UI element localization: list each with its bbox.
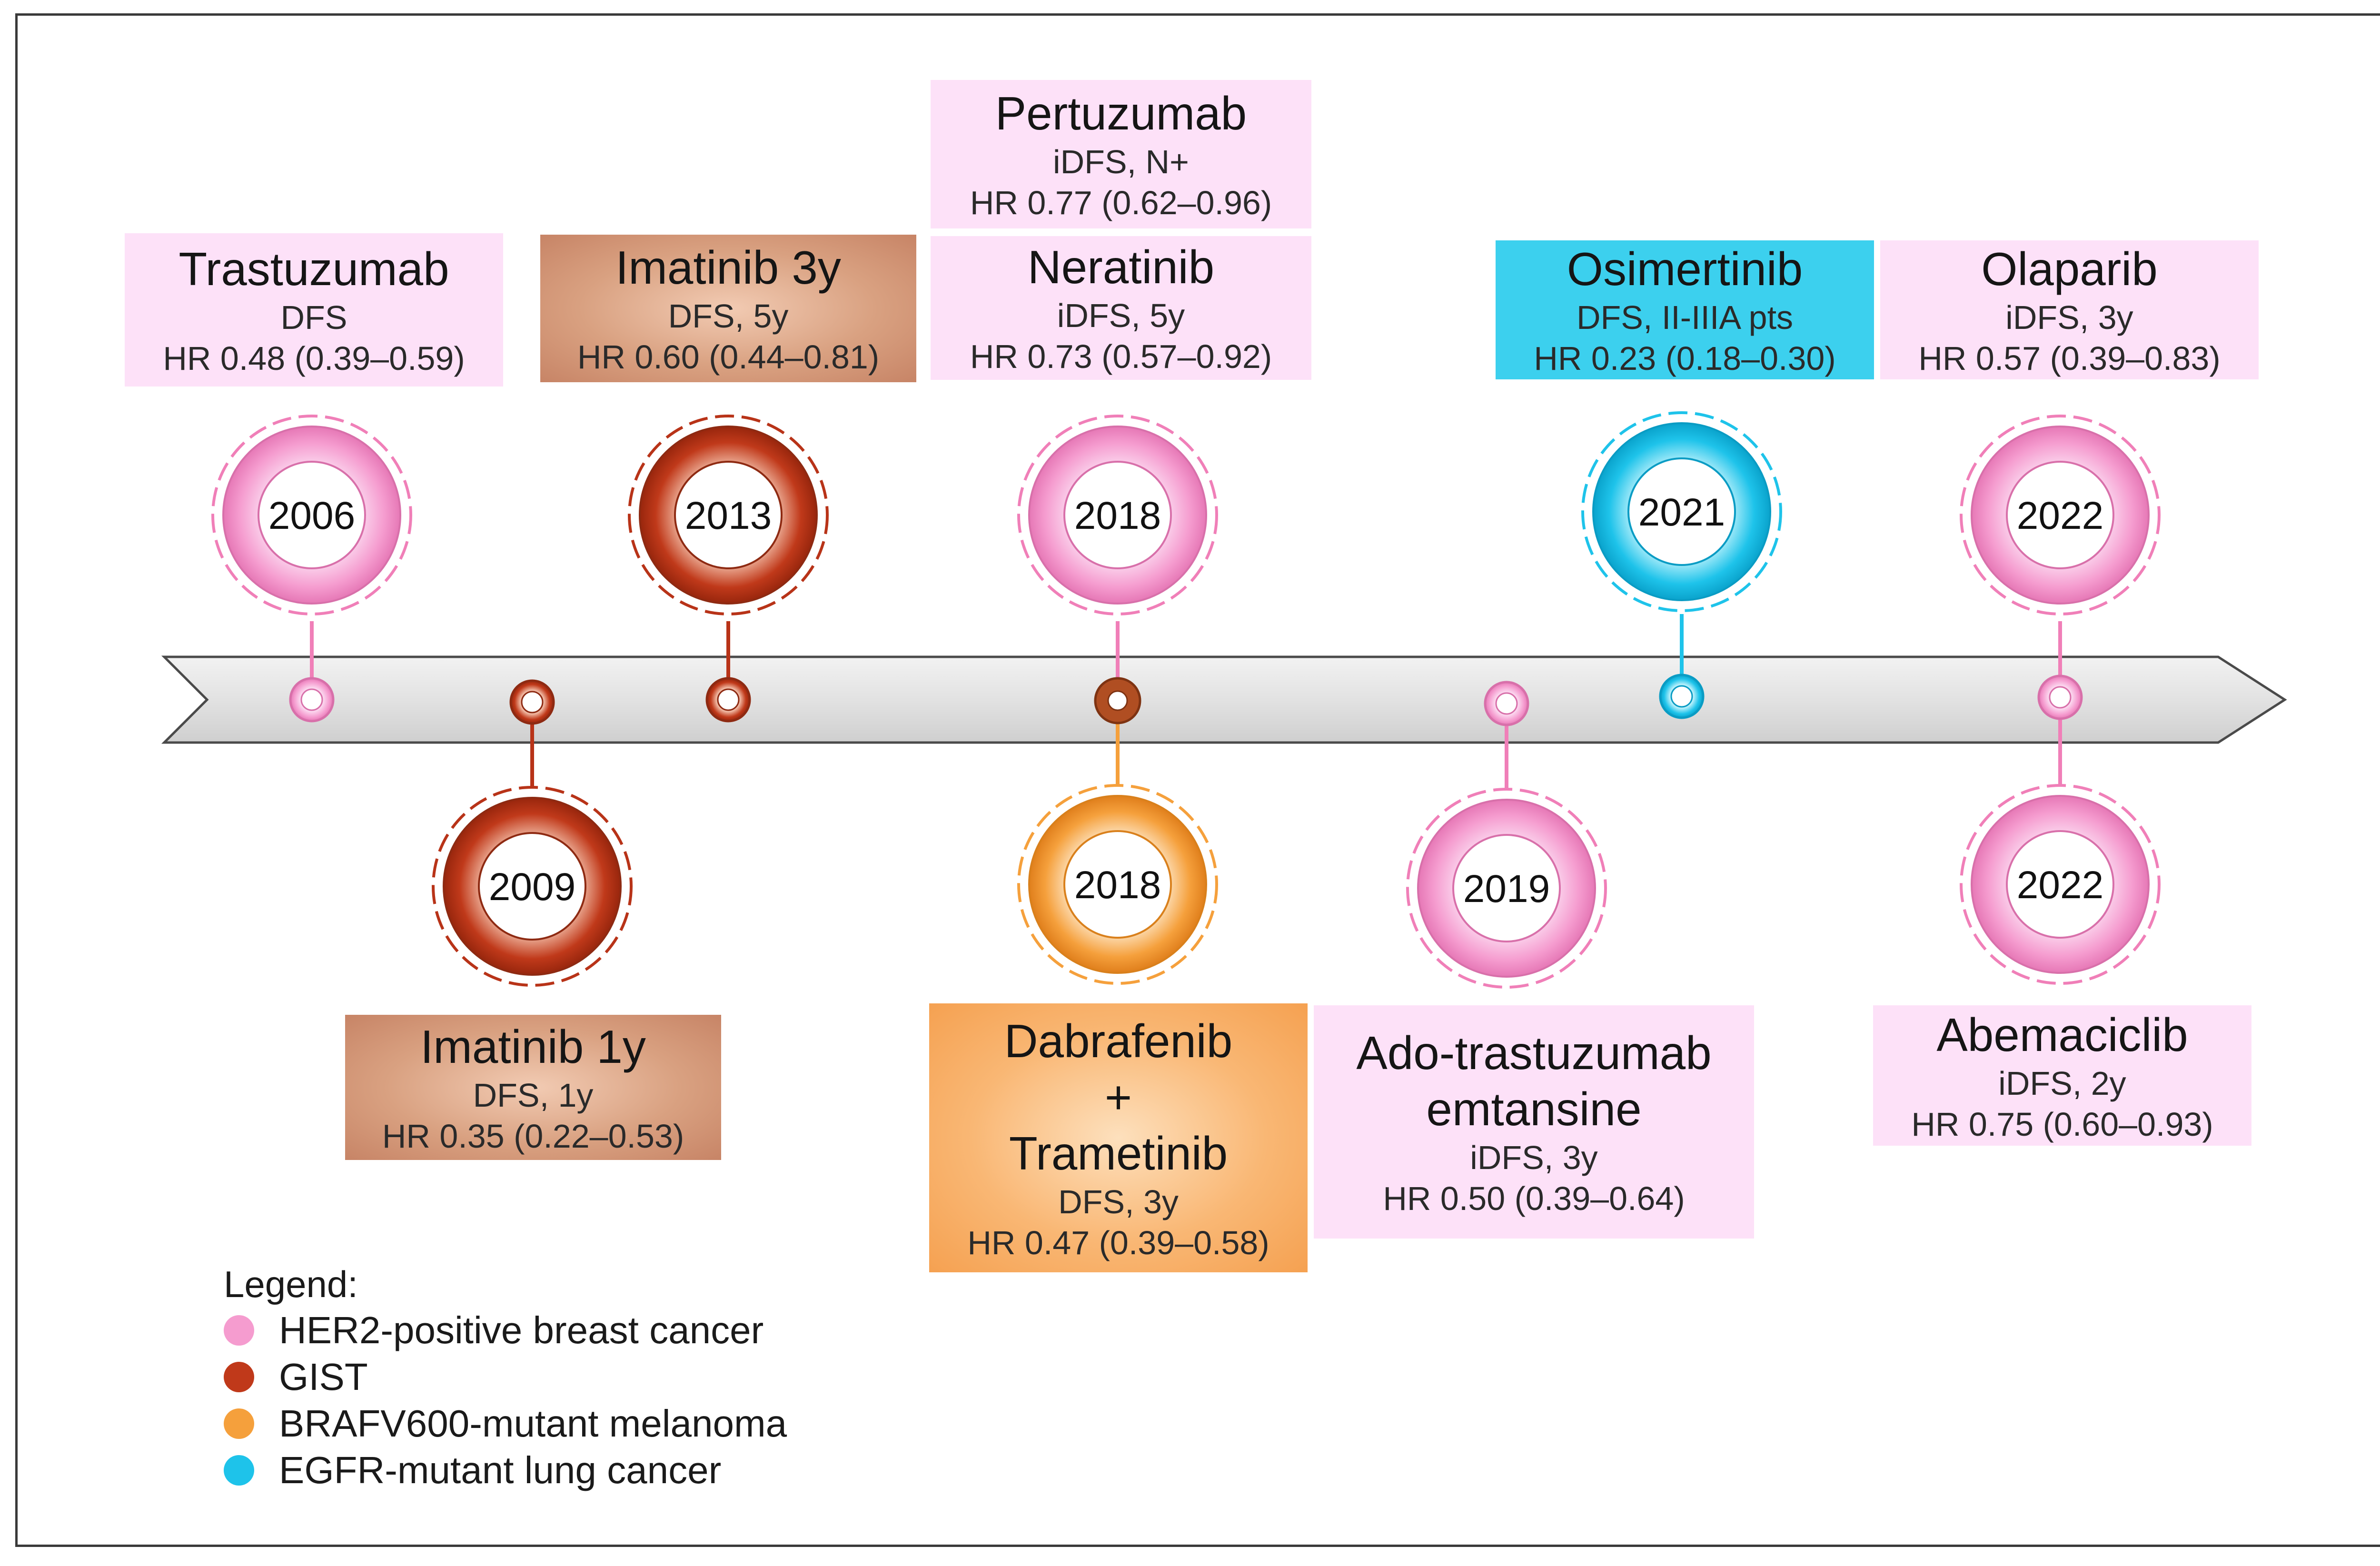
card-abemaciclib: Abemaciclib iDFS, 2y HR 0.75 (0.60–0.93) bbox=[1873, 1005, 2251, 1146]
card-title-plus: + bbox=[1104, 1070, 1132, 1123]
marker-2018 bbox=[1094, 677, 1141, 724]
legend-label: HER2-positive breast cancer bbox=[279, 1309, 764, 1351]
card-trastuzumab: Trastuzumab DFS HR 0.48 (0.39–0.59) bbox=[125, 233, 503, 387]
card-hazard-ratio: HR 0.57 (0.39–0.83) bbox=[1918, 340, 2221, 377]
card-title-first: Dabrafenib bbox=[1004, 1014, 1233, 1067]
year-badge-2022-bottom: 2022 bbox=[1960, 784, 2161, 985]
card-hazard-ratio: HR 0.73 (0.57–0.92) bbox=[970, 338, 1272, 375]
card-dabrafenib-trametinib: Dabrafenib + Trametinib DFS, 3y HR 0.47 … bbox=[929, 1003, 1308, 1272]
card-title: Pertuzumab bbox=[995, 87, 1247, 139]
card-endpoint: iDFS, 3y bbox=[2005, 299, 2133, 336]
year-label: 2006 bbox=[268, 494, 355, 537]
year-label: 2021 bbox=[1638, 491, 1725, 534]
card-osimertinib: Osimertinib DFS, II-IIIA pts HR 0.23 (0.… bbox=[1496, 240, 1874, 379]
card-endpoint: DFS, 5y bbox=[668, 297, 789, 335]
card-title: Olaparib bbox=[1981, 243, 2158, 295]
year-badge-2018-top: 2018 bbox=[1017, 415, 1218, 615]
card-title-second: Trametinib bbox=[1009, 1127, 1228, 1179]
year-badge-2021: 2021 bbox=[1581, 411, 1782, 612]
legend-swatch bbox=[224, 1362, 254, 1392]
marker-2006 bbox=[289, 677, 335, 723]
year-label: 2013 bbox=[685, 494, 772, 537]
legend-label: EGFR-mutant lung cancer bbox=[279, 1449, 722, 1491]
card-endpoint: iDFS, 5y bbox=[1057, 297, 1185, 334]
card-title-second: emtansine bbox=[1426, 1083, 1642, 1135]
card-endpoint: DFS, II-IIIA pts bbox=[1576, 299, 1794, 336]
card-hazard-ratio: HR 0.48 (0.39–0.59) bbox=[163, 340, 465, 377]
timeline-arrow bbox=[161, 655, 2287, 744]
year-label: 2019 bbox=[1463, 867, 1550, 911]
year-badge-2022-top: 2022 bbox=[1960, 415, 2161, 615]
card-endpoint: DFS bbox=[280, 299, 347, 336]
legend-label: GIST bbox=[279, 1356, 368, 1398]
figure-frame bbox=[15, 13, 2380, 1547]
legend-item-lung: EGFR-mutant lung cancer bbox=[224, 1447, 787, 1494]
card-endpoint: iDFS, 3y bbox=[1470, 1139, 1598, 1176]
year-badge-2019: 2019 bbox=[1406, 788, 1607, 989]
legend-item-melanoma: BRAFV600-mutant melanoma bbox=[224, 1400, 787, 1447]
legend: Legend: HER2-positive breast cancer GIST… bbox=[224, 1261, 787, 1494]
legend-swatch bbox=[224, 1408, 254, 1439]
legend-title: Legend: bbox=[224, 1263, 358, 1305]
marker-2013 bbox=[705, 677, 751, 723]
year-badge-2013: 2013 bbox=[628, 415, 829, 615]
card-title: Neratinib bbox=[1027, 241, 1215, 293]
marker-2022 bbox=[2037, 674, 2083, 720]
legend-item-her2: HER2-positive breast cancer bbox=[224, 1307, 787, 1354]
card-pertuzumab: Pertuzumab iDFS, N+ HR 0.77 (0.62–0.96) bbox=[931, 80, 1311, 228]
card-title: Osimertinib bbox=[1567, 243, 1803, 295]
year-label: 2018 bbox=[1074, 863, 1161, 907]
year-badge-2018-bottom: 2018 bbox=[1017, 784, 1218, 985]
card-hazard-ratio: HR 0.60 (0.44–0.81) bbox=[577, 338, 880, 376]
card-endpoint: DFS, 3y bbox=[1058, 1183, 1179, 1220]
card-endpoint: iDFS, 2y bbox=[1998, 1064, 2126, 1102]
card-hazard-ratio: HR 0.77 (0.62–0.96) bbox=[970, 184, 1272, 221]
card-hazard-ratio: HR 0.50 (0.39–0.64) bbox=[1383, 1180, 1685, 1217]
marker-2019 bbox=[1484, 681, 1529, 726]
year-label: 2018 bbox=[1074, 494, 1161, 537]
card-neratinib: Neratinib iDFS, 5y HR 0.73 (0.57–0.92) bbox=[931, 236, 1311, 380]
card-olaparib: Olaparib iDFS, 3y HR 0.57 (0.39–0.83) bbox=[1880, 240, 2259, 379]
year-label: 2009 bbox=[489, 865, 575, 909]
card-endpoint: DFS, 1y bbox=[473, 1076, 594, 1114]
card-title: Imatinib 1y bbox=[420, 1020, 646, 1073]
card-hazard-ratio: HR 0.47 (0.39–0.58) bbox=[967, 1224, 1269, 1261]
card-title: Imatinib 3y bbox=[615, 241, 841, 294]
year-label: 2022 bbox=[2017, 494, 2103, 537]
card-endpoint: iDFS, N+ bbox=[1053, 143, 1189, 180]
legend-swatch bbox=[224, 1315, 254, 1346]
legend-swatch bbox=[224, 1455, 254, 1486]
card-hazard-ratio: HR 0.75 (0.60–0.93) bbox=[1911, 1105, 2213, 1143]
card-title: Abemaciclib bbox=[1936, 1008, 2188, 1061]
card-imatinib-1y: Imatinib 1y DFS, 1y HR 0.35 (0.22–0.53) bbox=[345, 1015, 721, 1160]
card-title-first: Ado-trastuzumab bbox=[1356, 1027, 1712, 1079]
marker-2021 bbox=[1659, 674, 1705, 719]
card-imatinib-3y: Imatinib 3y DFS, 5y HR 0.60 (0.44–0.81) bbox=[540, 235, 916, 382]
year-badge-2009: 2009 bbox=[432, 786, 633, 987]
card-title: Trastuzumab bbox=[178, 243, 449, 295]
legend-label: BRAFV600-mutant melanoma bbox=[279, 1402, 787, 1445]
year-badge-2006: 2006 bbox=[211, 415, 412, 615]
card-ado-trastuzumab: Ado-trastuzumab emtansine iDFS, 3y HR 0.… bbox=[1314, 1005, 1754, 1239]
year-label: 2022 bbox=[2017, 863, 2103, 907]
legend-item-gist: GIST bbox=[224, 1354, 787, 1400]
card-hazard-ratio: HR 0.35 (0.22–0.53) bbox=[382, 1117, 684, 1155]
card-hazard-ratio: HR 0.23 (0.18–0.30) bbox=[1534, 340, 1836, 377]
marker-2009 bbox=[509, 679, 555, 725]
